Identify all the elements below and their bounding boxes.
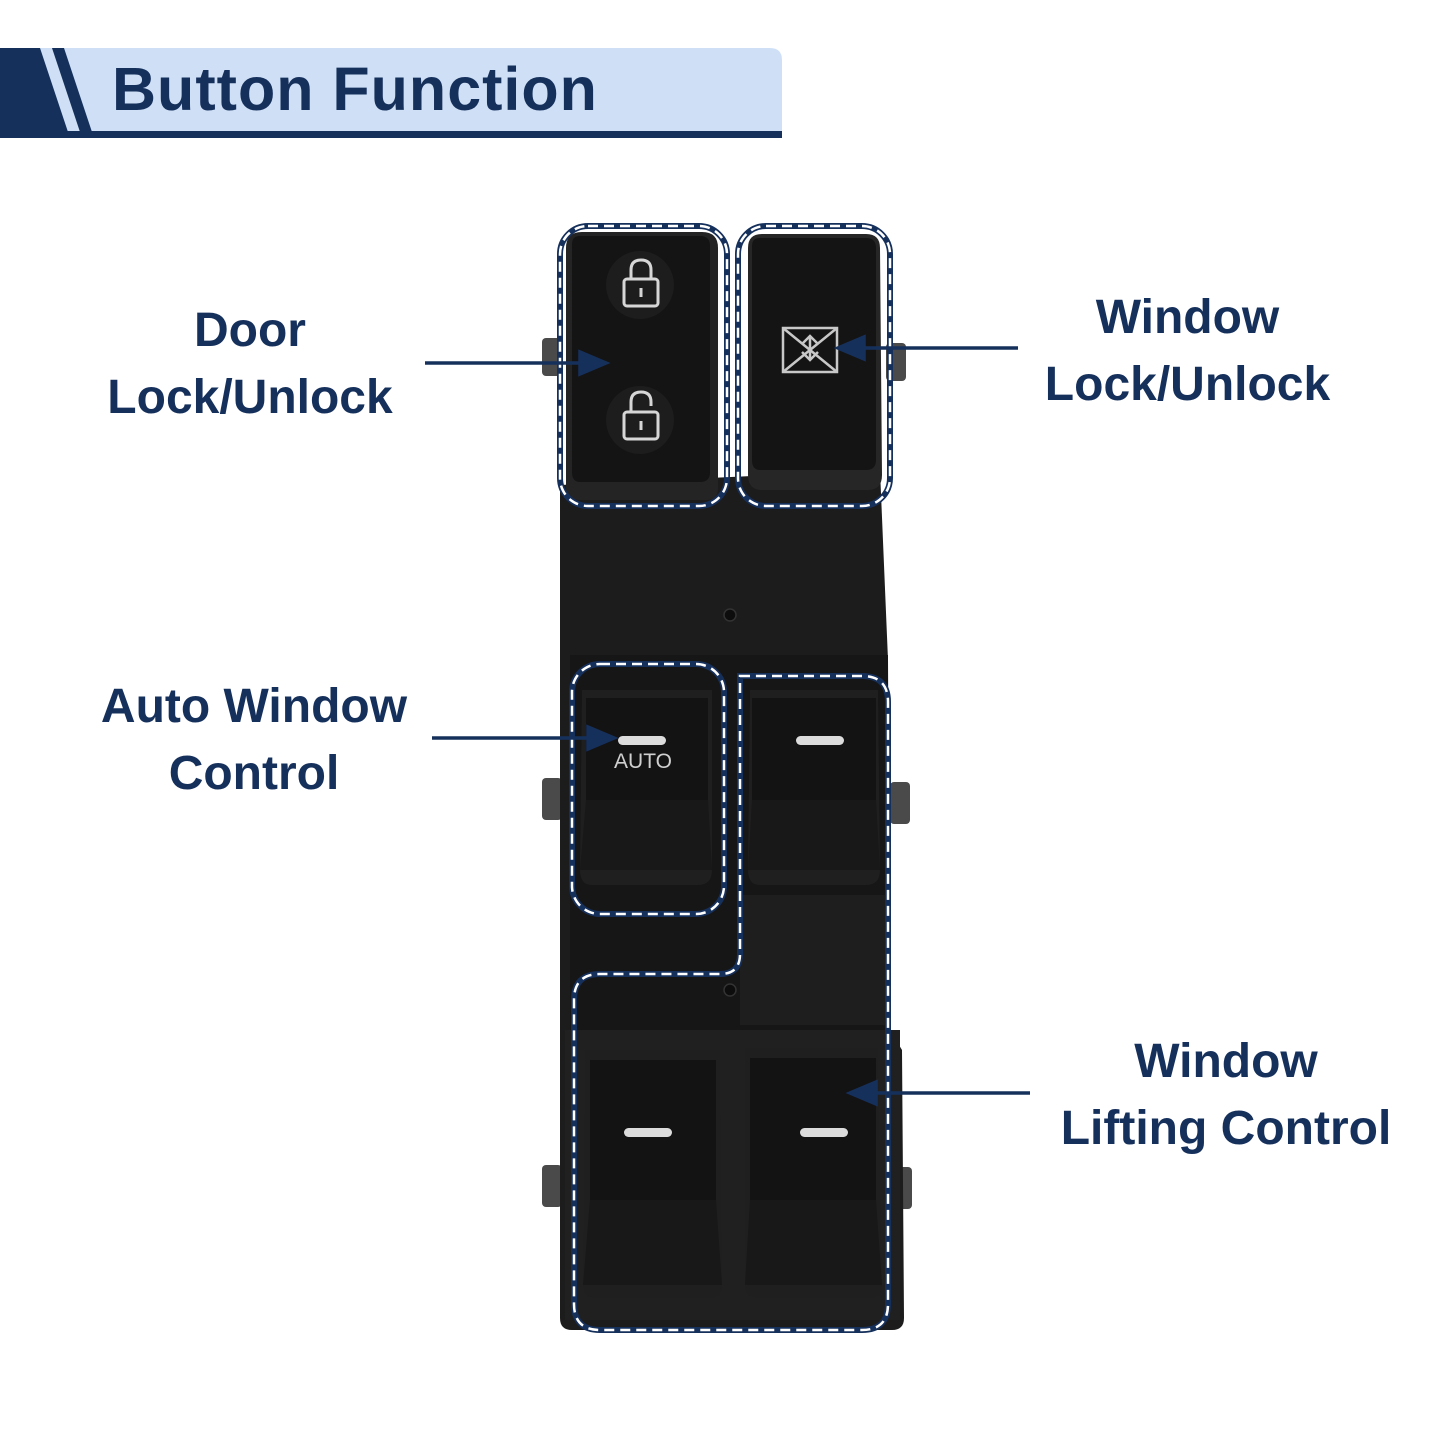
lock-closed-icon	[622, 258, 660, 308]
window-lock-button	[748, 234, 882, 490]
window-lift-button-front-right	[748, 690, 880, 885]
window-lift-button-rear-right	[745, 1048, 882, 1298]
window-lift-button-rear-left	[583, 1050, 722, 1298]
auto-window-button: AUTO	[580, 690, 712, 885]
door-lock-label-line2: Lock/Unlock	[107, 371, 393, 424]
header-banner	[0, 48, 782, 138]
window-lifting-label-line2: Lifting Control	[1060, 1102, 1392, 1155]
indicator-bar-icon	[618, 736, 666, 745]
screw-hole	[723, 983, 737, 997]
auto-window-label-line1: Auto Window	[100, 680, 408, 733]
window-lock-label: Window Lock/Unlock	[1025, 284, 1350, 418]
indicator-bar-icon	[796, 736, 844, 745]
screw-hole	[723, 608, 737, 622]
door-lock-label: Door Lock/Unlock	[90, 297, 410, 431]
auto-text: AUTO	[614, 750, 672, 773]
window-lock-label-line1: Window	[1095, 291, 1280, 344]
window-lock-outline	[736, 224, 892, 508]
window-lifting-label-line1: Window	[1134, 1035, 1318, 1088]
indicator-bar-icon	[800, 1128, 848, 1137]
door-lock-label-line1: Door	[194, 304, 306, 357]
window-lifting-label: Window Lifting Control	[1040, 1028, 1412, 1162]
indicator-bar-icon	[624, 1128, 672, 1137]
window-lock-label-line2: Lock/Unlock	[1044, 358, 1331, 411]
window-lifting-outline	[572, 674, 890, 1332]
auto-window-label: Auto Window Control	[80, 673, 428, 807]
auto-window-outline	[570, 662, 726, 916]
door-lock-outline	[558, 224, 729, 508]
auto-window-label-line2: Control	[168, 747, 340, 800]
page-title: Button Function	[112, 55, 598, 123]
lock-open-icon	[622, 390, 660, 441]
window-lock-icon	[781, 326, 839, 374]
